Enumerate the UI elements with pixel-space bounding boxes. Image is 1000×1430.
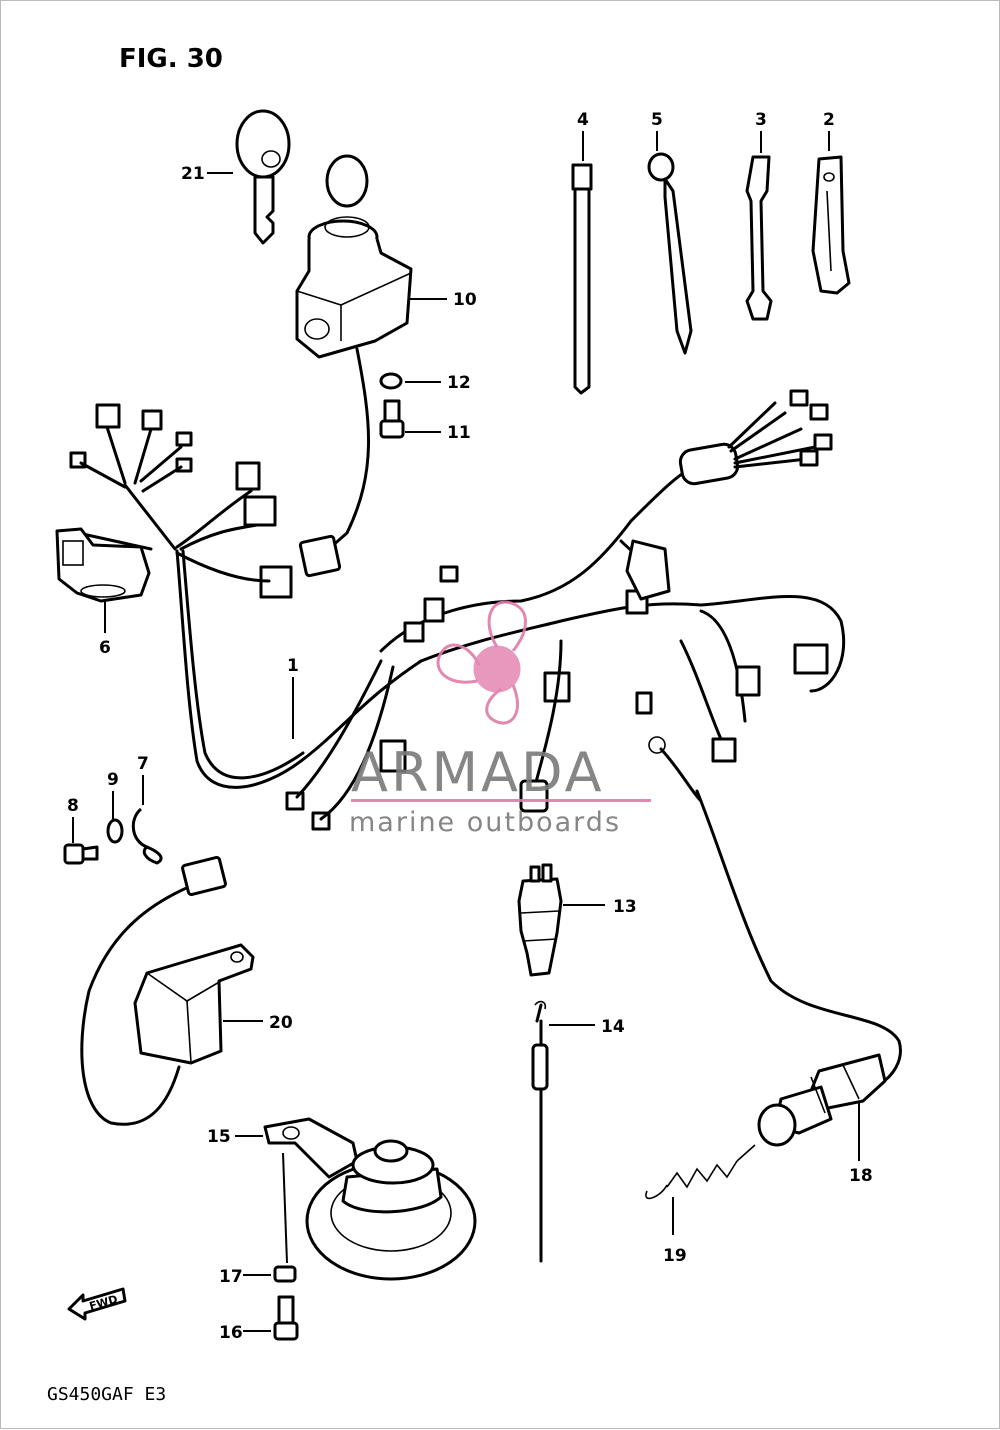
callout-14: 14: [601, 1017, 625, 1037]
callout-20: 20: [269, 1013, 293, 1033]
cable-tie-5: [647, 152, 693, 355]
propeller-logo-icon: [436, 600, 527, 725]
callout-1: 1: [287, 656, 299, 676]
forward-label: FWD: [88, 1293, 119, 1313]
callout-19: 19: [663, 1246, 687, 1266]
switch-18: [695, 789, 902, 1147]
clamp-bracket-6: [55, 527, 151, 603]
callout-6: 6: [99, 638, 111, 658]
clamp-3: [745, 155, 773, 321]
callout-11: 11: [447, 423, 471, 443]
callout-16: 16: [219, 1323, 243, 1343]
clamp-2: [811, 155, 851, 295]
spring-14: [531, 1000, 549, 1263]
callout-15: 15: [207, 1127, 231, 1147]
washer-9: [106, 818, 124, 844]
callout-10: 10: [453, 290, 477, 310]
callout-13: 13: [613, 897, 637, 917]
clip-7: [131, 807, 163, 865]
cable-tie-4: [571, 163, 593, 395]
callout-8: 8: [67, 796, 79, 816]
callout-3: 3: [755, 110, 767, 130]
screw-11: [379, 399, 405, 439]
wiring-harness: [67, 389, 846, 831]
bolt-16: [273, 1295, 299, 1341]
relay-20: [80, 855, 255, 1126]
callout-7: 7: [137, 754, 149, 774]
watermark-brand: ARMADA: [351, 741, 605, 804]
spring-19: [645, 1144, 756, 1200]
callout-12: 12: [447, 373, 471, 393]
bolt-8: [63, 843, 99, 865]
washer-12: [379, 372, 403, 390]
nut-17: [273, 1265, 297, 1283]
callout-9: 9: [107, 770, 119, 790]
key-part: [235, 109, 291, 245]
callout-5: 5: [651, 110, 663, 130]
figure-title: FIG. 30: [119, 44, 223, 74]
model-code: GS450GAF E3: [47, 1384, 166, 1405]
callout-2: 2: [823, 110, 835, 130]
ignition-switch-part: [295, 154, 413, 359]
callout-21: 21: [181, 164, 205, 184]
armada-watermark: ARMADA marine outboards: [349, 600, 651, 838]
callout-4: 4: [577, 110, 589, 130]
callout-18: 18: [849, 1166, 873, 1186]
horn-15: [263, 1117, 477, 1281]
callout-17: 17: [219, 1267, 243, 1287]
watermark-underline: [351, 799, 651, 802]
forward-arrow-icon: FWD: [67, 1287, 127, 1321]
watermark-tagline: marine outboards: [349, 807, 621, 838]
switch-13: [517, 863, 563, 977]
